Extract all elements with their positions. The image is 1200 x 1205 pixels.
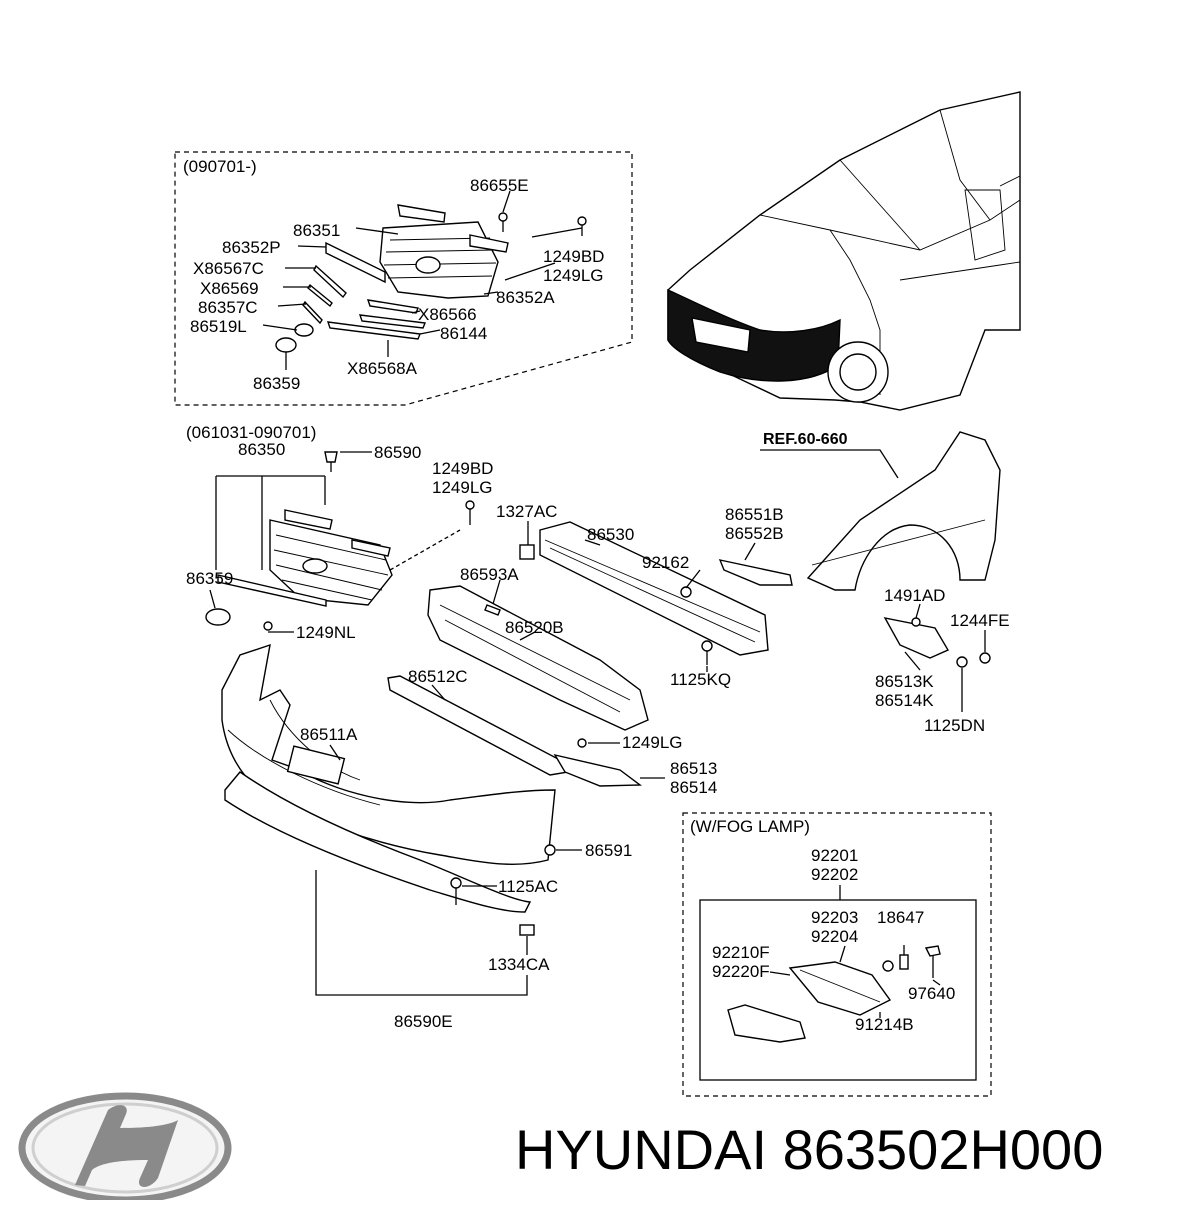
label-1249LG-top: 1249LG (543, 266, 604, 285)
grille-new-parts (275, 204, 587, 353)
label-86511A: 86511A (300, 725, 358, 744)
label-92210F: 92210F (712, 943, 770, 962)
grille-new-group-box (174, 151, 633, 406)
fog-lamp-parts (727, 945, 941, 1043)
label-86590: 86590 (374, 443, 421, 462)
car-illustration (667, 91, 1021, 411)
label-1249LG: 1249LG (432, 478, 493, 497)
label-86514: 86514 (670, 778, 717, 797)
grille-old-parts (205, 451, 475, 626)
label-86591: 86591 (585, 841, 632, 860)
label-1334CA: 1334CA (488, 955, 550, 974)
label-1125DN: 1125DN (924, 716, 985, 735)
label-1327AC: 1327AC (496, 502, 557, 521)
label-18647: 18647 (877, 908, 924, 927)
label-1249BD: 1249BD (432, 459, 493, 478)
label-86519L: 86519L (190, 317, 247, 336)
label-86359-top: 86359 (253, 374, 300, 393)
bumper-beam-parts (427, 521, 793, 731)
fog-lamp-inner-box (699, 899, 977, 1081)
label-X86568A: X86568A (347, 359, 418, 378)
label-1125KQ: 1125KQ (670, 670, 731, 689)
part-number: 863502H000 (782, 1118, 1104, 1181)
fog-lamp-group-title: (W/FOG LAMP) (690, 817, 810, 836)
label-86357C: 86357C (198, 298, 258, 317)
label-X86569: X86569 (200, 279, 259, 298)
label-86593A: 86593A (460, 565, 519, 584)
label-86655E: 86655E (470, 176, 529, 195)
label-92201: 92201 (811, 846, 858, 865)
label-86514K: 86514K (875, 691, 934, 710)
hyundai-logo (18, 1092, 232, 1204)
fog-lamp-group-box (682, 812, 992, 1097)
fender-leaders (760, 449, 986, 712)
bumper-leaders (315, 684, 665, 996)
label-91214B: 91214B (855, 1015, 914, 1034)
label-1491AD: 1491AD (884, 586, 945, 605)
label-1249LG-bottom: 1249LG (622, 733, 683, 752)
label-1244FE: 1244FE (950, 611, 1010, 630)
label-86512C: 86512C (408, 667, 468, 686)
product-title: HYUNDAI 863502H000 (515, 1110, 1195, 1190)
label-86530: 86530 (587, 525, 634, 544)
grille-new-group-title: (090701-) (183, 157, 257, 176)
grille-new-leaders (262, 190, 583, 370)
grille-old-leaders (209, 451, 461, 633)
label-86513K: 86513K (875, 672, 934, 691)
label-X86567C: X86567C (193, 259, 264, 278)
label-1249BD-top: 1249BD (543, 247, 604, 266)
fender-parts (806, 431, 1001, 668)
label-1249NL: 1249NL (296, 623, 356, 642)
label-86359-mid: 86359 (186, 569, 233, 588)
label-86552B: 86552B (725, 524, 784, 543)
grille-old-group-title: (061031-090701) (186, 423, 316, 442)
label-86144: 86144 (440, 324, 487, 343)
label-X86566: X86566 (418, 305, 477, 324)
clip-1249NL (263, 621, 273, 631)
label-92202: 92202 (811, 865, 858, 884)
label-86352A: 86352A (496, 288, 555, 307)
label-92204: 92204 (811, 927, 858, 946)
label-86350: 86350 (238, 440, 285, 459)
brand-name: HYUNDAI (515, 1118, 768, 1181)
nut-1327AC (519, 544, 535, 560)
label-97640: 97640 (908, 984, 955, 1003)
label-86352P: 86352P (222, 238, 281, 257)
label-86513: 86513 (670, 759, 717, 778)
label-86590E: 86590E (394, 1012, 453, 1031)
label-92203: 92203 (811, 908, 858, 927)
label-1125AC: 1125AC (498, 877, 558, 896)
label-92162: 92162 (642, 553, 689, 572)
label-86551B: 86551B (725, 505, 784, 524)
beam-leaders (492, 521, 756, 672)
label-92220F: 92220F (712, 962, 770, 981)
label-86351: 86351 (293, 221, 340, 240)
label-86520B: 86520B (505, 618, 564, 637)
fender-reference: REF.60-660 (763, 431, 848, 448)
fog-lamp-leaders (769, 885, 941, 1018)
bumper-cover-parts (221, 643, 643, 936)
